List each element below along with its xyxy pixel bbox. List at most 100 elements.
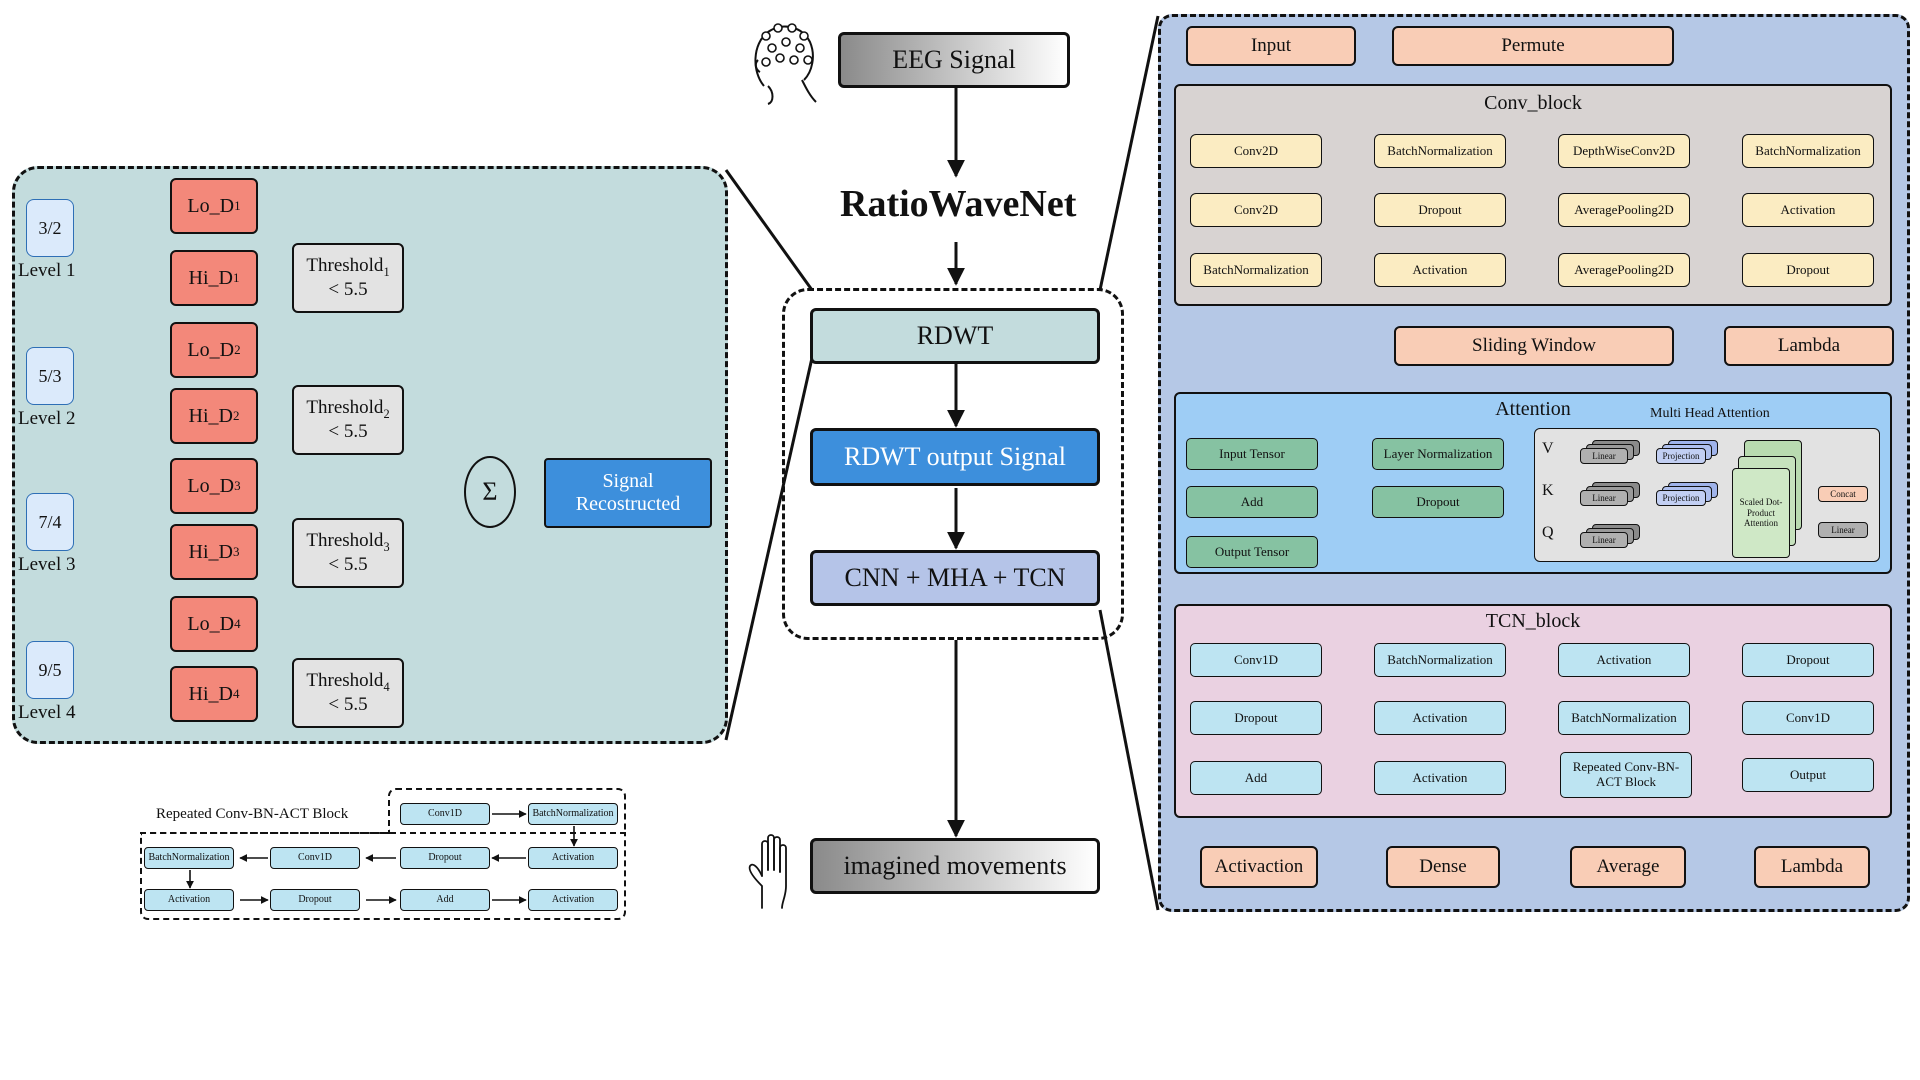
hand-icon — [748, 834, 787, 909]
conv-conv2d-2: Conv2D — [1190, 193, 1322, 227]
rb-batchnorm-2: BatchNormalization — [144, 847, 234, 869]
projection-v: Projection — [1656, 448, 1706, 464]
level-label-2: Level 2 — [18, 408, 76, 429]
linear-q: Linear — [1580, 532, 1628, 548]
threshold-4-sub: 4 — [383, 679, 390, 694]
signal-line-1: Signal — [602, 470, 654, 492]
conv-batchnorm-1: BatchNormalization — [1374, 134, 1506, 168]
mha-title: Multi Head Attention — [1650, 406, 1770, 421]
level-ratio-2: 5/3 — [26, 347, 74, 405]
linear-out: Linear — [1818, 522, 1868, 538]
hi-d3-sub: 3 — [232, 543, 240, 559]
lo-d1-sub: 1 — [234, 197, 241, 213]
conv-activation-2: Activation — [1374, 253, 1506, 287]
rb-conv1d-2: Conv1D — [270, 847, 360, 869]
signal-reconstructed-box: Signal Recostructed — [544, 458, 712, 528]
projection-k: Projection — [1656, 490, 1706, 506]
tcn-activation-2: Activation — [1374, 701, 1506, 735]
rb-activation-2: Activation — [144, 889, 234, 911]
tcn-repeated-block: Repeated Conv-BN-ACT Block — [1560, 752, 1692, 798]
threshold-1-word: Threshold — [306, 255, 384, 277]
hi-d3-label: Hi_D — [188, 540, 233, 563]
tcn-batchnorm-2: BatchNormalization — [1558, 701, 1690, 735]
rb-conv1d-1: Conv1D — [400, 803, 490, 825]
lo-d2-label: Lo_D — [187, 338, 235, 361]
sum-node: Σ — [464, 456, 516, 528]
tcn-activation-1: Activation — [1558, 643, 1690, 677]
tcn-dropout-1: Dropout — [1742, 643, 1874, 677]
model-pipeline-frame — [782, 288, 1124, 640]
conv-dropout-2: Dropout — [1742, 253, 1874, 287]
imagined-movements-box: imagined movements — [810, 838, 1100, 894]
tcn-conv1d-2: Conv1D — [1742, 701, 1874, 735]
rb-add: Add — [400, 889, 490, 911]
hi-d1-sub: 1 — [232, 269, 240, 285]
level-label-1: Level 1 — [18, 260, 76, 281]
rdwt-box: RDWT — [810, 308, 1100, 364]
v-label: V — [1542, 440, 1554, 457]
tcn-dropout-2: Dropout — [1190, 701, 1322, 735]
attn-dropout: Dropout — [1372, 486, 1504, 518]
threshold-1-box: Threshold1 < 5.5 — [292, 243, 404, 313]
conv-batchnorm-3: BatchNormalization — [1190, 253, 1322, 287]
lambda-1-box: Lambda — [1724, 326, 1894, 366]
threshold-1-sub: 1 — [383, 264, 390, 279]
sliding-window-box: Sliding Window — [1394, 326, 1674, 366]
level-ratio-4: 9/5 — [26, 641, 74, 699]
linear-k: Linear — [1580, 490, 1628, 506]
attention-title: Attention — [1495, 398, 1571, 420]
rb-dropout-1: Dropout — [400, 847, 490, 869]
concat-box: Concat — [1818, 486, 1868, 502]
threshold-2-sub: 2 — [383, 406, 390, 421]
threshold-3-value: < 5.5 — [328, 554, 368, 576]
lo-d3-sub: 3 — [234, 477, 241, 493]
conv-avgpool-1: AveragePooling2D — [1558, 193, 1690, 227]
rdwt-output-box: RDWT output Signal — [810, 428, 1100, 486]
hi-d4-sub: 4 — [232, 685, 240, 701]
average-box: Average — [1570, 846, 1686, 888]
rb-activation-3: Activation — [528, 889, 618, 911]
tcn-conv1d-1: Conv1D — [1190, 643, 1322, 677]
lo-d2-sub: 2 — [234, 341, 241, 357]
conv-block-title: Conv_block — [1484, 92, 1582, 114]
hi-d1-label: Hi_D — [188, 266, 233, 289]
q-label: Q — [1542, 524, 1554, 541]
attn-layer-norm: Layer Normalization — [1372, 438, 1504, 470]
lo-d4-label: Lo_D — [187, 612, 235, 635]
eeg-signal-box: EEG Signal — [838, 32, 1070, 88]
attn-input-tensor: Input Tensor — [1186, 438, 1318, 470]
threshold-3-box: Threshold3 < 5.5 — [292, 518, 404, 588]
level-ratio-1: 3/2 — [26, 199, 74, 257]
attn-output-tensor: Output Tensor — [1186, 536, 1318, 568]
hi-d2-label: Hi_D — [188, 404, 233, 427]
activation-out-box: Activaction — [1200, 846, 1318, 888]
hi-d2-sub: 2 — [232, 407, 240, 423]
cnn-mha-tcn-box: CNN + MHA + TCN — [810, 550, 1100, 606]
repeated-block-top-frame — [388, 788, 626, 832]
repeated-block-top-edge — [140, 832, 390, 834]
brain-eeg-icon — [754, 23, 817, 105]
rb-batchnorm-1: BatchNormalization — [528, 803, 618, 825]
lo-d3-label: Lo_D — [187, 474, 235, 497]
threshold-3-sub: 3 — [383, 539, 390, 554]
threshold-4-box: Threshold4 < 5.5 — [292, 658, 404, 728]
level-label-4: Level 4 — [18, 702, 76, 723]
dense-box: Dense — [1386, 846, 1500, 888]
tcn-add: Add — [1190, 761, 1322, 795]
tcn-batchnorm-1: BatchNormalization — [1374, 643, 1506, 677]
lo-d1-label: Lo_D — [187, 194, 235, 217]
k-label: K — [1542, 482, 1554, 499]
conv-depthwise: DepthWiseConv2D — [1558, 134, 1690, 168]
threshold-3-word: Threshold — [306, 530, 384, 552]
attn-add: Add — [1186, 486, 1318, 518]
threshold-2-word: Threshold — [306, 397, 384, 419]
signal-line-2: Recostructed — [575, 493, 681, 515]
hi-d4-label: Hi_D — [188, 682, 233, 705]
